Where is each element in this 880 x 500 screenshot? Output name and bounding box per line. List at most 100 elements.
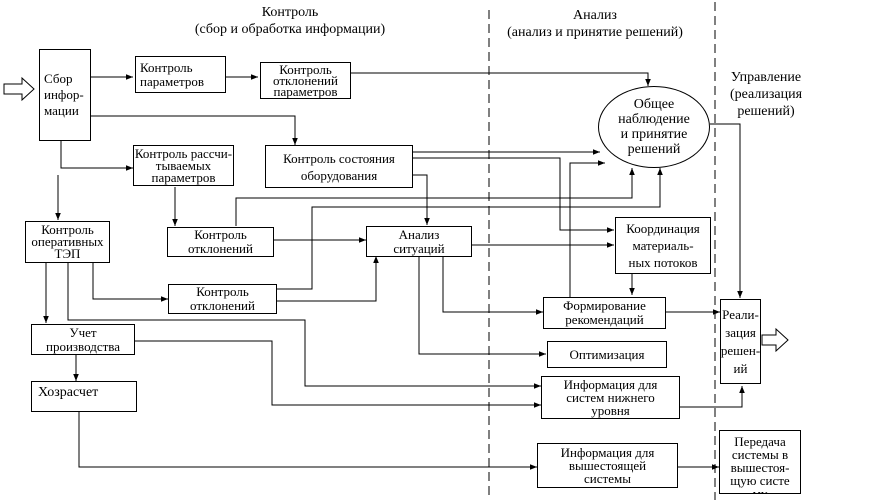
node-informaciya-vyshestoyashchey: Информация для вышестоящей системы bbox=[537, 443, 678, 488]
node-uchet-line2: производства bbox=[45, 338, 121, 354]
node-formirovanie-rekomendaciy: Формирование рекомендаций bbox=[543, 297, 666, 329]
node-kontrol-otkloneniy-parametrov: Контроль отклонений параметров bbox=[260, 62, 351, 99]
header-control: Контроль (сбор и обработка информации) bbox=[170, 4, 410, 38]
node-kontrol-otkloneniy-2: Контроль отклонений bbox=[168, 284, 277, 314]
conn-form-obshchee bbox=[569, 160, 605, 297]
node-sbor-informacii: Сбор инфор- мации bbox=[39, 49, 91, 141]
header-analysis-subtitle: (анализ и принятие решений) bbox=[507, 25, 683, 40]
header-management-line1: Управление bbox=[730, 70, 802, 85]
node-kontrol-parametrov: Контроль параметров bbox=[135, 56, 226, 93]
node-ksost-line2: оборудования bbox=[300, 167, 378, 183]
node-form-line1: Формирование bbox=[563, 298, 646, 313]
node-infonizh-line2: систем нижнего bbox=[566, 390, 655, 405]
node-infovysh-line2: вышестоящей bbox=[568, 458, 647, 473]
column-dividers bbox=[488, 2, 716, 500]
node-kontrol-sostoyaniya: Контроль состояния оборудования bbox=[265, 145, 413, 188]
node-kparam-line1: Контроль bbox=[140, 59, 193, 75]
node-analiz-situaciy: Анализ ситуаций bbox=[366, 226, 472, 257]
node-ktep-line1: Контроль bbox=[41, 222, 94, 237]
node-real-line4: ий bbox=[733, 360, 748, 376]
node-analiz-line1: Анализ bbox=[398, 226, 440, 242]
node-realizaciya-resheniy: Реали- зация решен- ий bbox=[720, 299, 761, 384]
node-optim-line1: Оптимизация bbox=[569, 346, 645, 362]
node-obshchee-nablyudenie: Общее наблюдение и принятие решений bbox=[598, 86, 710, 168]
node-peredacha-line5: му bbox=[752, 486, 768, 494]
conn-sbor-krasschit bbox=[60, 140, 133, 171]
conn-obshchee-real bbox=[710, 123, 743, 298]
conn-ktep-infonizh bbox=[67, 262, 541, 389]
input-arrow bbox=[3, 76, 35, 102]
node-krasschit-line1: Контроль рассчи- bbox=[134, 145, 233, 161]
node-kotkl2-line1: Контроль bbox=[196, 284, 249, 299]
node-kontrol-otkloneniy-1: Контроль отклонений bbox=[167, 227, 274, 257]
node-koord-line3: ных потоков bbox=[628, 255, 698, 270]
node-sbor-line3: мации bbox=[44, 103, 79, 118]
node-kparam-line2: параметров bbox=[140, 73, 204, 89]
conn-hozr-infovysh bbox=[78, 411, 537, 470]
header-management-line2: (реализация bbox=[729, 87, 803, 102]
node-infovysh-line1: Информация для bbox=[560, 445, 655, 460]
node-peredacha-line4: щую систе bbox=[730, 473, 790, 488]
conn-kotklparam-obshchee bbox=[350, 72, 651, 86]
header-analysis-title: Анализ bbox=[573, 8, 617, 23]
node-kontrol-tep: Контроль оперативных ТЭП bbox=[25, 221, 110, 263]
conn-ksost-analiz bbox=[412, 174, 430, 225]
node-obshchee-line4: решений bbox=[627, 142, 681, 157]
header-management-line3: решений) bbox=[737, 104, 795, 119]
node-infonizh-line1: Информация для bbox=[563, 377, 658, 392]
conn-uchet-infonizh bbox=[134, 340, 541, 408]
conn-analiz-form bbox=[442, 256, 543, 315]
node-peredacha-line3: вышестоя- bbox=[730, 460, 790, 475]
node-kotkl2-line2: отклонений bbox=[190, 298, 255, 313]
conn-analiz-optim bbox=[418, 256, 546, 357]
node-ksost-line1: Контроль состояния bbox=[283, 150, 395, 166]
header-control-title: Контроль bbox=[261, 5, 319, 20]
node-obshchee-line3: и принятие bbox=[620, 127, 688, 142]
node-informaciya-nizhnego: Информация для систем нижнего уровня bbox=[541, 376, 680, 419]
header-management: Управление (реализация решений) bbox=[716, 69, 816, 120]
node-form-line2: рекомендаций bbox=[565, 312, 644, 327]
node-real-line3: решен- bbox=[720, 342, 761, 358]
node-hozraschet: Хозрасчет bbox=[31, 381, 137, 412]
node-koord-line1: Координация bbox=[626, 221, 700, 236]
node-ktep-line3: ТЭП bbox=[54, 246, 81, 261]
node-ktep-line2: оперативных bbox=[31, 234, 104, 249]
node-obshchee-line2: наблюдение bbox=[618, 112, 690, 127]
node-infonizh-line3: уровня bbox=[591, 403, 630, 418]
connectors bbox=[43, 72, 745, 470]
node-real-line2: зация bbox=[725, 324, 756, 340]
node-infovysh-line3: системы bbox=[584, 471, 631, 486]
header-analysis: Анализ (анализ и принятие решений) bbox=[490, 7, 700, 41]
conn-ktep-kotkl2 bbox=[92, 262, 168, 302]
node-kotklparam-line2: отклонений bbox=[273, 73, 338, 88]
node-kotkl1-line2: отклонений bbox=[188, 241, 253, 256]
output-arrow bbox=[761, 327, 789, 353]
node-peredacha-sistemy: Передача системы в вышестоя- щую систе м… bbox=[719, 430, 801, 494]
node-koordinaciya: Координация материаль- ных потоков bbox=[615, 217, 711, 274]
conn-ksost-koord bbox=[412, 157, 614, 233]
node-hozr-line1: Хозрасчет bbox=[38, 385, 99, 400]
node-sbor-line1: Сбор bbox=[44, 71, 73, 86]
node-krasschit-line3: параметров bbox=[151, 169, 216, 185]
node-uchet-proizvodstva: Учет производства bbox=[31, 324, 135, 355]
node-real-line1: Реали- bbox=[722, 306, 759, 322]
conn-sbor-ksost bbox=[90, 115, 298, 145]
node-obshchee-line1: Общее bbox=[633, 97, 675, 112]
node-kotklparam-line1: Контроль bbox=[279, 62, 332, 77]
conn-kotkl1-obshchee bbox=[235, 168, 635, 226]
node-kotkl1-line1: Контроль bbox=[194, 227, 247, 242]
node-krasschit-line2: тываемых bbox=[155, 157, 212, 173]
node-kotklparam-line3: параметров bbox=[273, 84, 338, 99]
node-uchet-line1: Учет bbox=[69, 324, 97, 340]
node-sbor-line2: инфор- bbox=[44, 87, 84, 102]
header-control-subtitle: (сбор и обработка информации) bbox=[194, 22, 386, 37]
node-kontrol-rasschityvaemyh: Контроль рассчи- тываемых параметров bbox=[133, 145, 234, 186]
node-optimizaciya: Оптимизация bbox=[547, 341, 667, 368]
node-peredacha-line1: Передача bbox=[734, 434, 786, 449]
conn-infonizh-real bbox=[679, 386, 745, 408]
node-peredacha-line2: системы в bbox=[731, 447, 789, 462]
node-koord-line2: материаль- bbox=[632, 238, 694, 253]
conn-kotkl2-obshchee bbox=[276, 168, 663, 290]
node-analiz-line2: ситуаций bbox=[393, 240, 445, 256]
